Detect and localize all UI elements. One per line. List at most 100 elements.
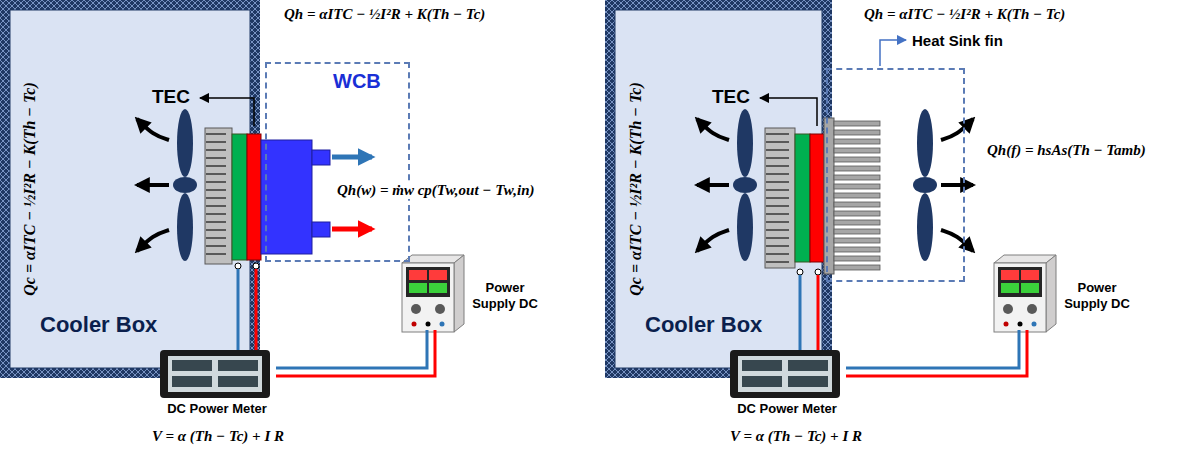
- illustration-part: [10, 10, 250, 368]
- node-text: Power Supply DC: [1058, 280, 1136, 311]
- illustration-part: [412, 322, 417, 327]
- illustration-part: [766, 149, 789, 151]
- illustration-part: [941, 183, 973, 187]
- node-text: WCB: [333, 70, 381, 93]
- illustration-part: [913, 177, 937, 193]
- illustration-part: [137, 230, 169, 251]
- cooler-box: Cooler Box: [615, 10, 822, 368]
- illustration-part: [605, 0, 832, 378]
- illustration-part: [218, 376, 258, 387]
- power-supply: Power Supply DC: [990, 250, 1140, 332]
- illustration-part: [737, 193, 753, 261]
- node-text: DC Power Meter: [158, 401, 276, 416]
- illustration-part: [834, 247, 880, 252]
- illustration-part: [1021, 270, 1039, 280]
- illustration-part: [788, 360, 828, 371]
- illustration-part: [766, 165, 789, 167]
- illustration-part: [697, 119, 729, 140]
- illustration-part: [206, 149, 226, 151]
- illustration-part: [1032, 322, 1037, 327]
- illustration-part: [766, 141, 789, 143]
- heat-sink-region: Heat Sink fin: [826, 68, 965, 282]
- node-text: Heat Sink fin: [912, 32, 1003, 49]
- illustration-part: [765, 128, 795, 268]
- illustration-part: [177, 193, 193, 261]
- illustration-part: [206, 173, 226, 175]
- wire: [237, 269, 240, 352]
- illustration-part: [766, 261, 789, 263]
- illustration-part: [0, 0, 260, 378]
- leader-line: [760, 98, 817, 126]
- illustration-part: [810, 134, 824, 262]
- illustration-part: [834, 265, 880, 270]
- fan: [137, 109, 197, 261]
- illustration-part: [160, 350, 270, 398]
- illustration-part: [409, 283, 427, 293]
- illustration-part: [206, 141, 226, 143]
- illustration-part: [429, 270, 447, 280]
- leader-line: [200, 98, 254, 126]
- illustration-part: [1003, 304, 1013, 314]
- illustration-part: [426, 322, 431, 327]
- equation-label: Qh = αITC − ½I²R + K(Th − Tc): [282, 6, 487, 23]
- leader-line: [880, 40, 906, 66]
- illustration-part: [402, 263, 454, 332]
- illustration-part: [261, 140, 312, 254]
- illustration-part: [834, 211, 880, 216]
- tec-module: [765, 118, 880, 275]
- illustration-part: [834, 121, 880, 126]
- illustration-part: [766, 237, 789, 239]
- illustration-part: [738, 356, 832, 392]
- illustration-part: [941, 119, 973, 140]
- illustration-part: [788, 376, 828, 387]
- illustration-part: [834, 184, 880, 189]
- fan: [697, 109, 757, 261]
- illustration-part: [1018, 322, 1023, 327]
- illustration-part: [454, 255, 464, 332]
- illustration-part: [206, 253, 226, 255]
- node-text: Power Supply DC: [466, 280, 544, 311]
- wire: [255, 269, 258, 352]
- illustration-part: [172, 360, 212, 371]
- wire: [846, 330, 1027, 376]
- power-wire: [276, 330, 435, 376]
- illustration-part: [834, 193, 880, 198]
- illustration-part: [697, 230, 729, 251]
- illustration-part: [834, 148, 880, 153]
- illustration-part: [312, 150, 330, 165]
- illustration-part: [205, 128, 232, 264]
- part-label: TEC: [712, 86, 750, 108]
- illustration-part: [440, 322, 445, 327]
- illustration-part: [834, 130, 880, 135]
- illustration-part: [917, 109, 933, 177]
- wire: [846, 330, 1019, 368]
- illustration-part: [834, 175, 880, 180]
- water-inlet-arrow: [332, 227, 372, 232]
- illustration-part: [1004, 322, 1009, 327]
- illustration-part: [253, 263, 259, 269]
- dc-power-meter: DC Power Meter: [158, 345, 276, 419]
- illustration-part: [941, 230, 973, 251]
- illustration-part: [173, 177, 197, 193]
- illustration-part: [737, 109, 753, 177]
- illustration-part: [834, 157, 880, 162]
- illustration-part: [312, 222, 330, 237]
- equation-label: V = α (Th − Tc) + I R: [150, 428, 286, 445]
- node-text: DC Power Meter: [728, 401, 846, 416]
- illustration-part: [235, 263, 241, 269]
- power-supply-illustration: [402, 255, 464, 332]
- illustration-part: [206, 133, 226, 135]
- illustration-part: [834, 229, 880, 234]
- wire: [799, 275, 802, 352]
- illustration-part: [429, 283, 447, 293]
- illustration-part: [206, 189, 226, 191]
- illustration-part: [406, 267, 450, 297]
- illustration-part: [742, 376, 782, 387]
- illustration-part: [247, 134, 261, 260]
- illustration-part: [834, 238, 880, 243]
- illustration-part: [766, 181, 789, 183]
- illustration-part: [435, 304, 445, 314]
